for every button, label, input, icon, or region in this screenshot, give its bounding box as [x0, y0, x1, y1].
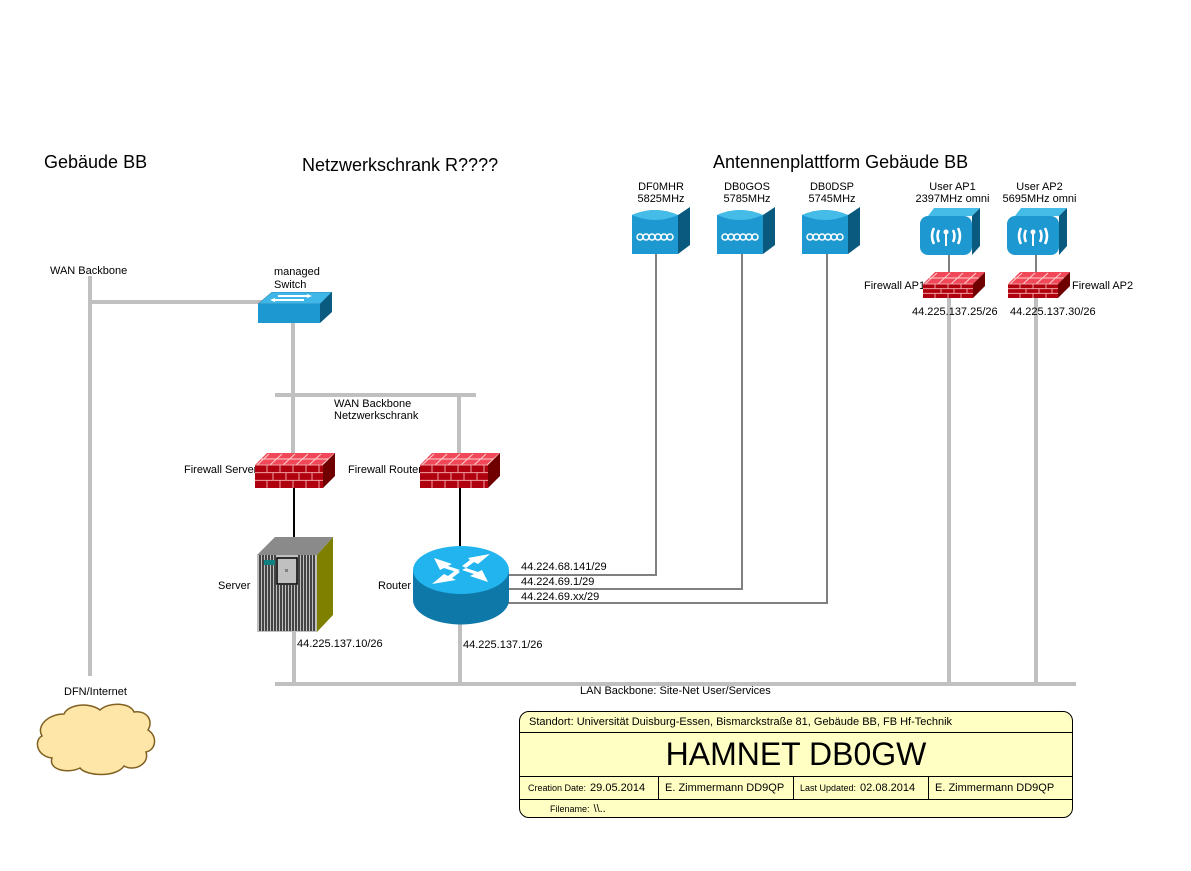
ap2-name: User AP2 — [1016, 181, 1063, 193]
ap1-ip: 44.225.137.25/26 — [912, 306, 998, 318]
filename-label: Filename: — [550, 804, 590, 814]
antenna-3-icon[interactable] — [802, 207, 862, 260]
location-text: Standort: Universität Duisburg-Essen, Bi… — [529, 716, 953, 728]
switch-label-line1: managed — [274, 266, 320, 278]
updated-date-label: Last Updated: — [800, 783, 857, 793]
server-label: Server — [218, 580, 251, 592]
router-ip: 44.225.137.1/26 — [463, 639, 543, 651]
switch-label-line2: Switch — [274, 279, 307, 291]
firewall-ap1-label: Firewall AP1 — [864, 280, 926, 292]
creation-date-label: Creation Date: — [528, 783, 587, 793]
ap2-ip: 44.225.137.30/26 — [1010, 306, 1096, 318]
filename-value: \\.. — [593, 803, 606, 815]
creation-author: E. Zimmermann DD9QP — [659, 777, 794, 799]
antenna-2-icon[interactable] — [717, 207, 777, 260]
filename-cell: Filename: \\.. — [550, 800, 1072, 818]
antenna-platform-header: Antennenplattform Gebäude BB — [713, 152, 969, 172]
ap1-name: User AP1 — [929, 181, 976, 193]
rack-header: Netzwerkschrank R???? — [302, 155, 499, 175]
router-link2-ip: 44.224.69.1/29 — [521, 576, 595, 588]
router-link-db0dsp — [508, 254, 828, 604]
server-ip: 44.225.137.10/26 — [297, 638, 383, 650]
wan-rack-label-line1: WAN Backbone — [334, 398, 412, 410]
internet-cloud-icon[interactable] — [34, 700, 158, 776]
router-link3-ip: 44.224.69.xx/29 — [521, 591, 600, 603]
title-block-dates-row: Creation Date: 29.05.2014 E. Zimmermann … — [520, 777, 1072, 800]
antenna-2-freq: 5785MHz — [723, 193, 771, 205]
ap2-wireless-icon[interactable] — [1007, 208, 1069, 261]
title-block-filename-row: Filename: \\.. — [520, 800, 1072, 818]
router-link1-ip: 44.224.68.141/29 — [521, 561, 607, 573]
title-block-location-row: Standort: Universität Duisburg-Essen, Bi… — [520, 712, 1072, 733]
updated-date-value: 02.08.2014 — [860, 782, 916, 794]
updated-author: E. Zimmermann DD9QP — [935, 782, 1055, 794]
antenna-3-freq: 5745MHz — [808, 193, 856, 205]
firewall-router-icon[interactable] — [420, 453, 500, 493]
firewall-router-label: Firewall Router — [348, 464, 422, 476]
antenna-2-call: DB0GOS — [724, 181, 770, 193]
antenna-1-freq: 5825MHz — [637, 193, 685, 205]
firewall-ap2-label: Firewall AP2 — [1072, 280, 1134, 292]
creation-date-value: 29.05.2014 — [590, 782, 646, 794]
creation-date-cell: Creation Date: 29.05.2014 — [520, 777, 659, 799]
internet-label: DFN/Internet — [64, 686, 127, 698]
updated-date-cell: Last Updated: 02.08.2014 — [794, 777, 929, 799]
wan-backbone-label: WAN Backbone — [50, 265, 128, 277]
ap1-freq: 2397MHz omni — [915, 193, 990, 205]
ap2-freq: 5695MHz omni — [1002, 193, 1077, 205]
router-link-df0mhr — [508, 254, 657, 576]
antenna-1-icon[interactable] — [632, 207, 692, 260]
switch-icon[interactable] — [258, 292, 332, 324]
title-block-title-row: HAMNET DB0GW — [520, 733, 1072, 777]
building-header: Gebäude BB — [44, 152, 148, 172]
firewall-server-icon[interactable] — [255, 453, 335, 493]
router-link-db0gos — [508, 254, 743, 590]
firewall-ap1-icon[interactable] — [923, 272, 985, 303]
antenna-3-call: DB0DSP — [809, 181, 855, 193]
wan-rack-label-line2: Netzwerkschrank — [334, 410, 419, 422]
firewall-server-label: Firewall Server — [184, 464, 258, 476]
router-label: Router — [378, 580, 412, 592]
lan-backbone-label: LAN Backbone: Site-Net User/Services — [580, 685, 771, 697]
router-icon[interactable] — [412, 544, 510, 626]
firewall-ap2-icon[interactable] — [1008, 272, 1070, 303]
antenna-1-call: DF0MHR — [638, 181, 684, 193]
title-block: Standort: Universität Duisburg-Essen, Bi… — [519, 711, 1073, 818]
server-icon[interactable] — [255, 537, 335, 633]
ap1-wireless-icon[interactable] — [920, 208, 982, 261]
diagram-title: HAMNET DB0GW — [665, 736, 927, 772]
